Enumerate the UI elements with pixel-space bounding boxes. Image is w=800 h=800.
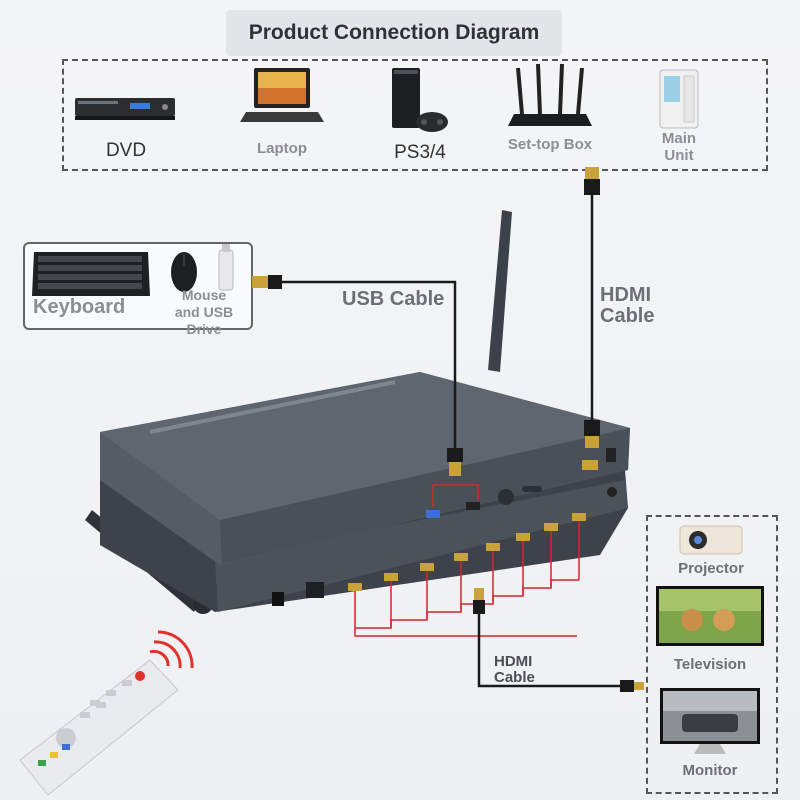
set-top-box: Set-top Box (500, 62, 600, 158)
pc-tower-icon (659, 69, 699, 129)
hdmi-output-cable (473, 588, 644, 692)
usb2-port (466, 502, 480, 510)
router-icon (508, 63, 592, 126)
output-connection-lines (354, 484, 580, 637)
hdmi-input-cable-label: HDMI Cable (600, 284, 655, 327)
ir-receiver (498, 489, 514, 505)
laptop-icon (240, 68, 324, 122)
dc-power-port (607, 487, 617, 497)
remote-control-icon (19, 630, 194, 796)
source-devices-box (62, 59, 768, 171)
hdmi-output-cable-label: HDMI Cable (494, 653, 535, 686)
hdmi-in-port (582, 460, 598, 470)
ethernet-port (306, 582, 324, 598)
output-devices-box (646, 515, 778, 794)
power-switch (606, 448, 616, 462)
usb-cable-label: USB Cable (342, 288, 445, 310)
mouse-usb-label: Mouse and USB Drive (174, 287, 234, 337)
dvd-player-icon (75, 98, 175, 120)
main-unit-label: Main Unit (661, 130, 697, 164)
laptop: Laptop (240, 66, 324, 160)
dvd-label: DVD (105, 140, 147, 161)
monitor: Monitor (652, 686, 768, 782)
spdif-port (272, 592, 284, 606)
keyboard-label: Keyboard (33, 296, 126, 318)
hdmi-output-ports (348, 513, 586, 591)
ps-console: PS3/4 (380, 66, 460, 163)
television: Television (652, 584, 768, 676)
usb3-port (426, 510, 440, 518)
hdmi-input-cable (584, 167, 600, 448)
projector-label: Projector (678, 560, 744, 577)
projector: Projector (666, 520, 756, 580)
ps-label: PS3/4 (394, 142, 446, 163)
usb-cable (282, 280, 463, 476)
set-top-box-label: Set-top Box (507, 136, 593, 153)
projector-icon (679, 525, 743, 555)
dvd-player: DVD (70, 90, 182, 161)
device-front-panel (215, 480, 628, 612)
television-label: Television (673, 656, 747, 673)
diagram-title: Product Connection Diagram (226, 10, 562, 56)
main-unit: Main Unit (646, 66, 712, 166)
laptop-label: Laptop (257, 140, 307, 157)
television-icon (656, 586, 764, 646)
antenna-right (488, 210, 512, 372)
game-console-icon (392, 68, 448, 132)
monitor-icon (660, 688, 760, 754)
monitor-label: Monitor (682, 762, 738, 779)
